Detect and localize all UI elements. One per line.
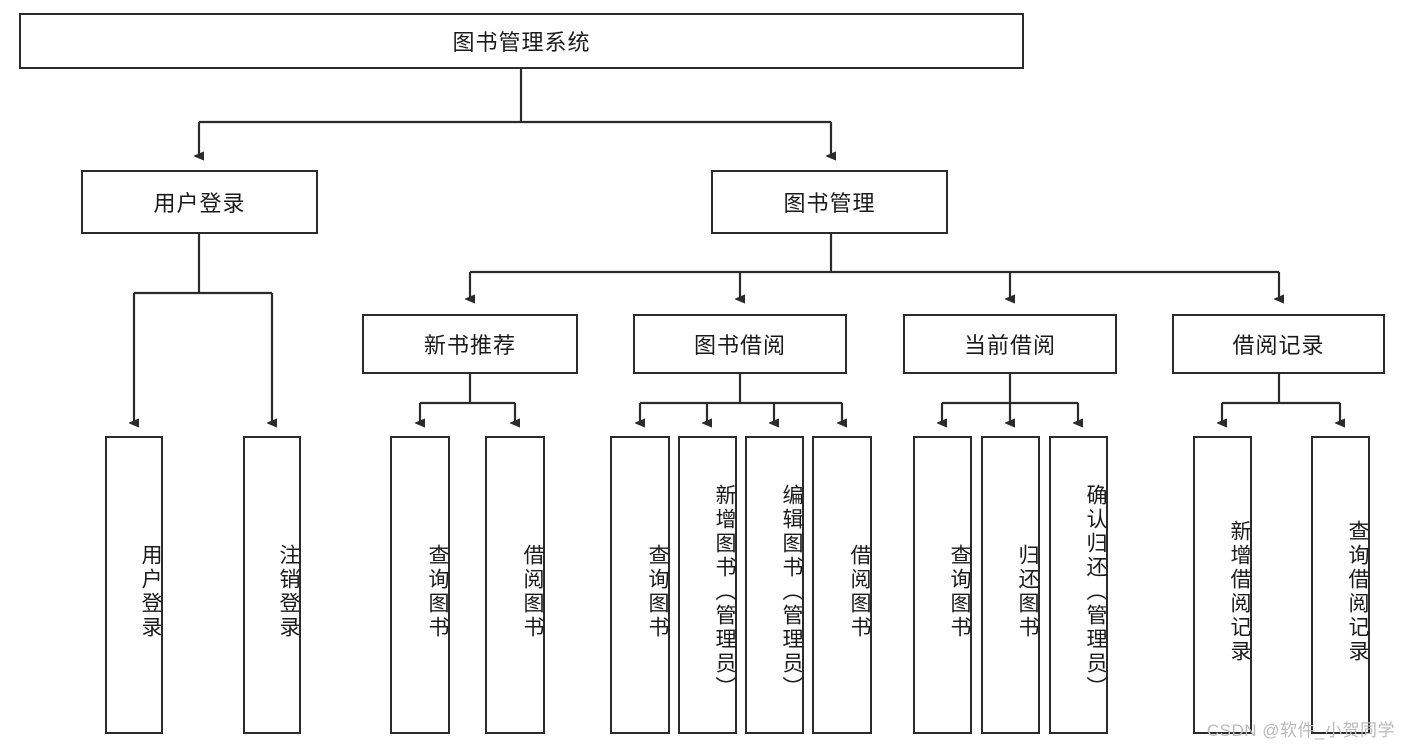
node-book-management[interactable]: 图书管理	[711, 170, 948, 234]
node-label: 用户登录	[139, 544, 162, 640]
node-label: 当前借阅	[963, 333, 1056, 358]
leaf-return-book[interactable]: 归还图书	[981, 436, 1040, 734]
leaf-query-borrow-record[interactable]: 查询借阅记录	[1311, 436, 1370, 734]
leaf-user-logout[interactable]: 注销登录	[243, 436, 301, 734]
leaf-borrow-book[interactable]: 借阅图书	[812, 436, 872, 734]
node-borrow-record[interactable]: 借阅记录	[1172, 314, 1385, 374]
leaf-add-book-admin[interactable]: 新增图书（管理员）	[678, 436, 737, 734]
node-label: 查询图书	[646, 544, 669, 640]
leaf-borrow-book-recommend[interactable]: 借阅图书	[485, 436, 545, 734]
watermark-text: CSDN @软件_小贺同学	[1206, 721, 1395, 740]
node-label: 新增图书（管理员）	[713, 484, 736, 700]
leaf-confirm-return-admin[interactable]: 确认归还（管理员）	[1049, 436, 1108, 734]
node-label: 注销登录	[277, 544, 300, 640]
node-label: 用户登录	[153, 191, 246, 216]
leaf-edit-book-admin[interactable]: 编辑图书（管理员）	[745, 436, 804, 734]
leaf-add-borrow-record[interactable]: 新增借阅记录	[1193, 436, 1252, 734]
node-label: 查询图书	[426, 544, 449, 640]
leaf-query-book-recommend[interactable]: 查询图书	[390, 436, 450, 734]
node-label: 查询图书	[948, 544, 971, 640]
node-root-book-management-system[interactable]: 图书管理系统	[19, 13, 1024, 69]
node-book-borrow[interactable]: 图书借阅	[633, 314, 847, 374]
leaf-query-book-current[interactable]: 查询图书	[913, 436, 972, 734]
node-label: 图书管理系统	[452, 30, 591, 55]
leaf-query-book-borrow[interactable]: 查询图书	[610, 436, 670, 734]
node-user-login[interactable]: 用户登录	[81, 170, 318, 234]
node-label: 新书推荐	[423, 333, 516, 358]
node-current-borrow[interactable]: 当前借阅	[903, 314, 1117, 374]
node-label: 借阅记录	[1232, 333, 1325, 358]
node-label: 归还图书	[1016, 544, 1039, 640]
node-label: 确认归还（管理员）	[1084, 484, 1107, 700]
node-label: 图书管理	[783, 191, 876, 216]
node-label: 查询借阅记录	[1346, 520, 1369, 664]
node-label: 借阅图书	[521, 544, 544, 640]
node-label: 图书借阅	[693, 333, 786, 358]
node-label: 新增借阅记录	[1228, 520, 1251, 664]
node-new-book-recommend[interactable]: 新书推荐	[362, 314, 578, 374]
node-label: 编辑图书（管理员）	[780, 484, 803, 700]
leaf-user-login[interactable]: 用户登录	[105, 436, 163, 734]
node-label: 借阅图书	[848, 544, 871, 640]
